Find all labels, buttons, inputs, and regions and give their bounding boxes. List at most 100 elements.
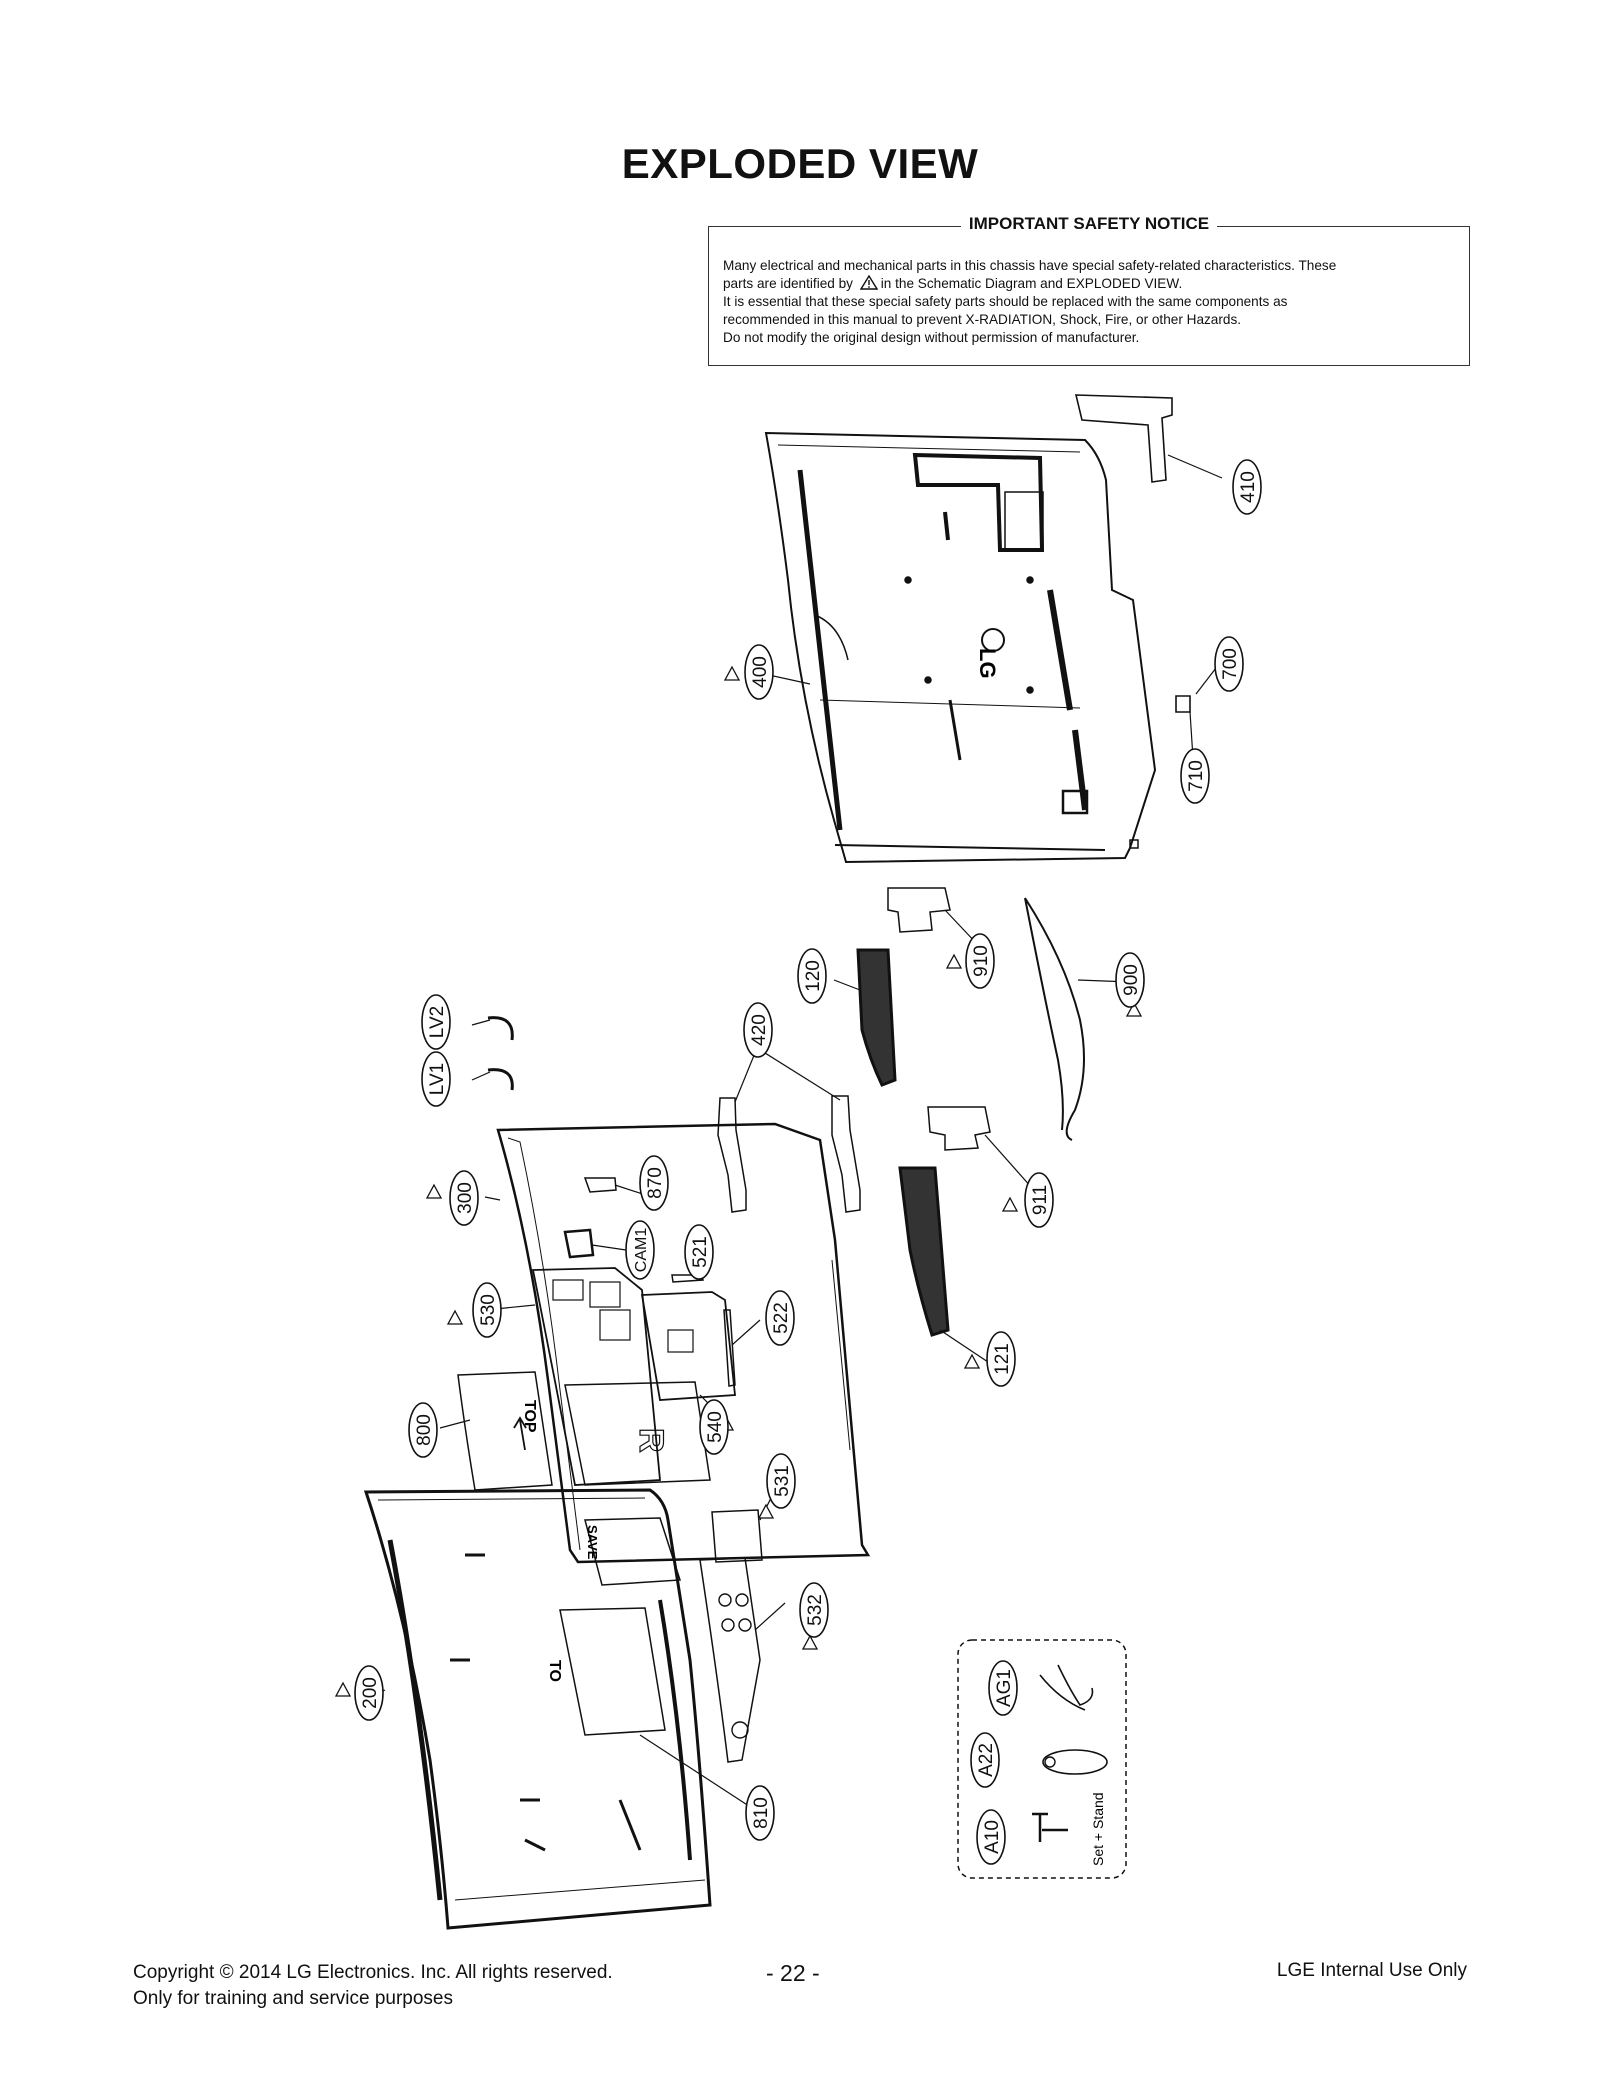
notice-line: Many electrical and mechanical parts in … <box>723 258 1337 273</box>
magic-remote-icon <box>1042 1749 1108 1775</box>
svg-text:522: 522 <box>771 1302 792 1334</box>
callout-300: 300 <box>449 1170 479 1226</box>
callout-a10: A10 <box>976 1809 1006 1865</box>
svg-text:410: 410 <box>1238 471 1259 503</box>
svg-text:400: 400 <box>750 656 771 688</box>
page-number: - 22 - <box>766 1960 820 1986</box>
notice-line: Do not modify the original design withou… <box>723 330 1140 345</box>
warning-triangle-icon <box>859 274 879 290</box>
safety-notice-body: Many electrical and mechanical parts in … <box>723 257 1455 347</box>
svg-text:CAM1: CAM1 <box>633 1228 650 1273</box>
svg-text:AG1: AG1 <box>994 1669 1015 1707</box>
svg-text:710: 710 <box>1186 760 1207 792</box>
part-531-shape <box>711 1509 763 1563</box>
front-panel-shape <box>363 1488 712 1930</box>
notice-line: parts are identified by in the Schematic… <box>723 274 1183 291</box>
svg-text:911: 911 <box>1030 1185 1051 1215</box>
internal-use-label: LGE Internal Use Only <box>1276 1960 1467 1981</box>
svg-text:531: 531 <box>772 1465 793 1497</box>
part-532-power-board <box>699 1557 761 1763</box>
svg-text:800: 800 <box>414 1414 435 1446</box>
callout-911: 911 <box>1024 1172 1054 1228</box>
middle-frame-shape <box>496 1122 871 1564</box>
callout-531: 531 <box>766 1453 796 1509</box>
callout-420: 420 <box>743 1002 773 1058</box>
callout-lv2: LV2 <box>421 994 451 1050</box>
part-410-shape <box>1074 394 1173 483</box>
callout-522: 522 <box>765 1290 795 1346</box>
front-top-mark: TO <box>546 1660 563 1682</box>
svg-text:121: 121 <box>992 1343 1013 1375</box>
board-save-mark: SAVE <box>585 1525 600 1560</box>
callout-ag1: AG1 <box>988 1660 1018 1716</box>
logo-mark: LG <box>975 648 1000 679</box>
stand-screw-icon <box>1032 1812 1068 1842</box>
svg-text:870: 870 <box>645 1167 666 1199</box>
safety-notice-box: IMPORTANT SAFETY NOTICE Many electrical … <box>708 214 1470 366</box>
accessory-box <box>957 1639 1127 1879</box>
callout-200: 200 <box>354 1665 384 1721</box>
callout-540: 540 <box>699 1399 729 1455</box>
page-title: EXPLODED VIEW <box>621 140 979 187</box>
svg-text:420: 420 <box>749 1014 770 1046</box>
callout-cam1: CAM1 <box>625 1220 655 1280</box>
callout-710: 710 <box>1180 748 1210 804</box>
part-522-shape <box>723 1309 736 1387</box>
svg-text:LV1: LV1 <box>427 1063 448 1095</box>
3d-glasses-icon <box>1039 1664 1094 1711</box>
notice-line: It is essential that these special safet… <box>723 294 1288 309</box>
part-420-right <box>831 1095 861 1213</box>
svg-text:532: 532 <box>805 1594 826 1626</box>
callout-410: 410 <box>1232 459 1262 515</box>
part-lv1-shape <box>487 1068 514 1091</box>
part-lv2-shape <box>487 1016 514 1041</box>
board-540-shape <box>640 1291 736 1401</box>
part-cam1-shape <box>563 1228 595 1259</box>
copyright-text: Copyright © 2014 LG Electronics. Inc. Al… <box>133 1962 613 1983</box>
svg-text:900: 900 <box>1121 964 1142 996</box>
safety-notice-title: IMPORTANT SAFETY NOTICE <box>709 214 1469 234</box>
svg-text:810: 810 <box>751 1797 772 1829</box>
notice-line: recommended in this manual to prevent X-… <box>723 312 1242 327</box>
main-board-shape <box>531 1267 661 1486</box>
back-cover-shape <box>764 431 1157 864</box>
callout-530: 530 <box>472 1282 502 1338</box>
part-911-shape <box>927 1106 991 1151</box>
svg-text:300: 300 <box>455 1182 476 1214</box>
callout-400: 400 <box>744 644 774 700</box>
callout-810: 810 <box>745 1785 775 1841</box>
svg-text:A10: A10 <box>982 1820 1003 1854</box>
shield-top-mark: TOP <box>521 1400 538 1433</box>
callout-lv1: LV1 <box>421 1051 451 1107</box>
callout-a22: A22 <box>970 1732 1000 1788</box>
training-text: Only for training and service purposes <box>133 1988 453 2009</box>
part-120-speaker <box>856 948 897 1087</box>
callout-910: 910 <box>965 933 995 989</box>
board-r-mark: R <box>632 1428 670 1453</box>
part-900-cable <box>1024 897 1085 1141</box>
accessory-note: Set + Stand <box>1090 1792 1106 1866</box>
svg-text:540: 540 <box>705 1411 726 1443</box>
part-800-shield <box>457 1371 553 1491</box>
callout-800: 800 <box>408 1402 438 1458</box>
part-700-shape <box>1175 695 1191 713</box>
part-910-shape <box>887 887 951 933</box>
svg-text:120: 120 <box>803 960 824 992</box>
svg-text:LV2: LV2 <box>427 1006 448 1038</box>
svg-text:910: 910 <box>971 945 992 977</box>
callout-700: 700 <box>1214 636 1244 692</box>
callout-900: 900 <box>1115 952 1145 1008</box>
svg-text:A22: A22 <box>976 1743 997 1777</box>
callout-532: 532 <box>799 1582 829 1638</box>
callout-870: 870 <box>639 1155 669 1211</box>
part-870-shape <box>583 1177 617 1193</box>
callout-521: 521 <box>684 1224 714 1280</box>
shield-plate-shape <box>564 1381 711 1486</box>
part-420-left <box>717 1097 747 1213</box>
callout-120: 120 <box>797 948 827 1004</box>
part-121-speaker <box>898 1166 950 1337</box>
svg-text:700: 700 <box>1220 648 1241 680</box>
part-810-shape <box>559 1607 666 1736</box>
callout-121: 121 <box>986 1331 1016 1387</box>
